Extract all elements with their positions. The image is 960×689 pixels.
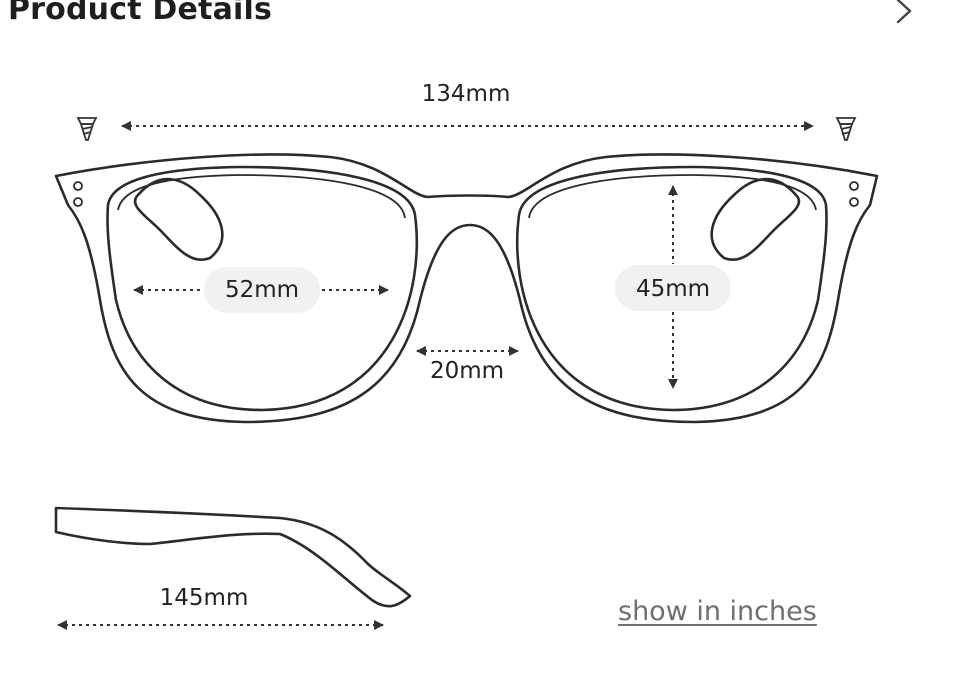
show-in-inches-link[interactable]: show in inches — [618, 596, 817, 627]
temple-arm — [54, 506, 412, 608]
lens-height-label: 45mm — [636, 276, 710, 302]
frame-width-label: 134mm — [422, 81, 511, 107]
section-title: Product Details — [8, 0, 273, 27]
bridge-label: 20mm — [430, 358, 504, 384]
frame-front — [54, 153, 879, 424]
temple-length-label: 145mm — [160, 585, 249, 611]
lens-height-pill — [615, 265, 731, 311]
chevron-right-icon[interactable] — [890, 0, 920, 28]
lens-width-pill — [204, 267, 320, 313]
screw-icon — [76, 117, 98, 141]
screw-icon — [835, 117, 857, 141]
product-details-header: Product Details — [0, 0, 960, 40]
lens-width-label: 52mm — [225, 277, 299, 303]
